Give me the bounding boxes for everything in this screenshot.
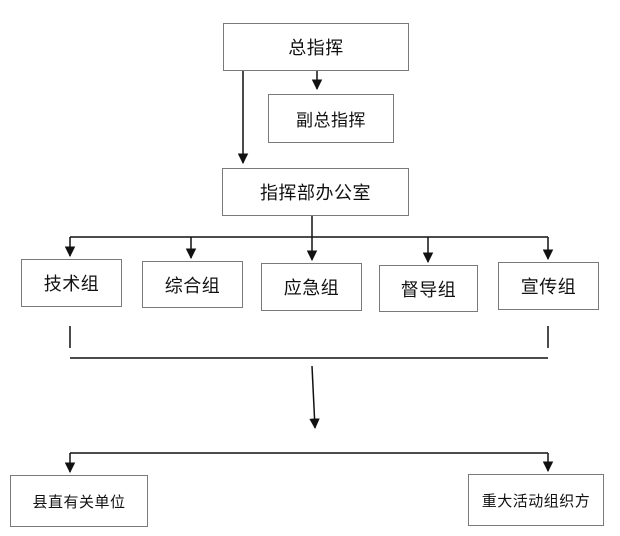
event-organizer-label: 重大活动组织方 [481, 491, 591, 510]
supervision-group-box: 督导组 [379, 265, 478, 312]
emergency-group-box: 应急组 [261, 263, 362, 311]
commander-box: 总指挥 [223, 23, 409, 71]
county-units-box: 县直有关单位 [10, 475, 148, 527]
tech-group-box: 技术组 [21, 259, 122, 307]
tech-group-label: 技术组 [43, 274, 100, 295]
event-organizer-box: 重大活动组织方 [468, 474, 604, 526]
commander-label: 总指挥 [288, 38, 344, 59]
command-office-box: 指挥部办公室 [222, 168, 409, 216]
emergency-group-label: 应急组 [283, 278, 340, 299]
deputy-commander-box: 副总指挥 [268, 94, 394, 143]
deputy-commander-label: 副总指挥 [296, 111, 366, 131]
general-group-box: 综合组 [142, 261, 243, 308]
supervision-group-label: 督导组 [400, 279, 457, 301]
arrow-to-lower-bus [309, 365, 320, 430]
command-office-label: 指挥部办公室 [260, 183, 371, 204]
general-group-label: 综合组 [164, 275, 221, 297]
county-units-label: 县直有关单位 [32, 492, 126, 511]
publicity-group-box: 宣传组 [498, 262, 599, 310]
publicity-group-label: 宣传组 [520, 277, 577, 298]
